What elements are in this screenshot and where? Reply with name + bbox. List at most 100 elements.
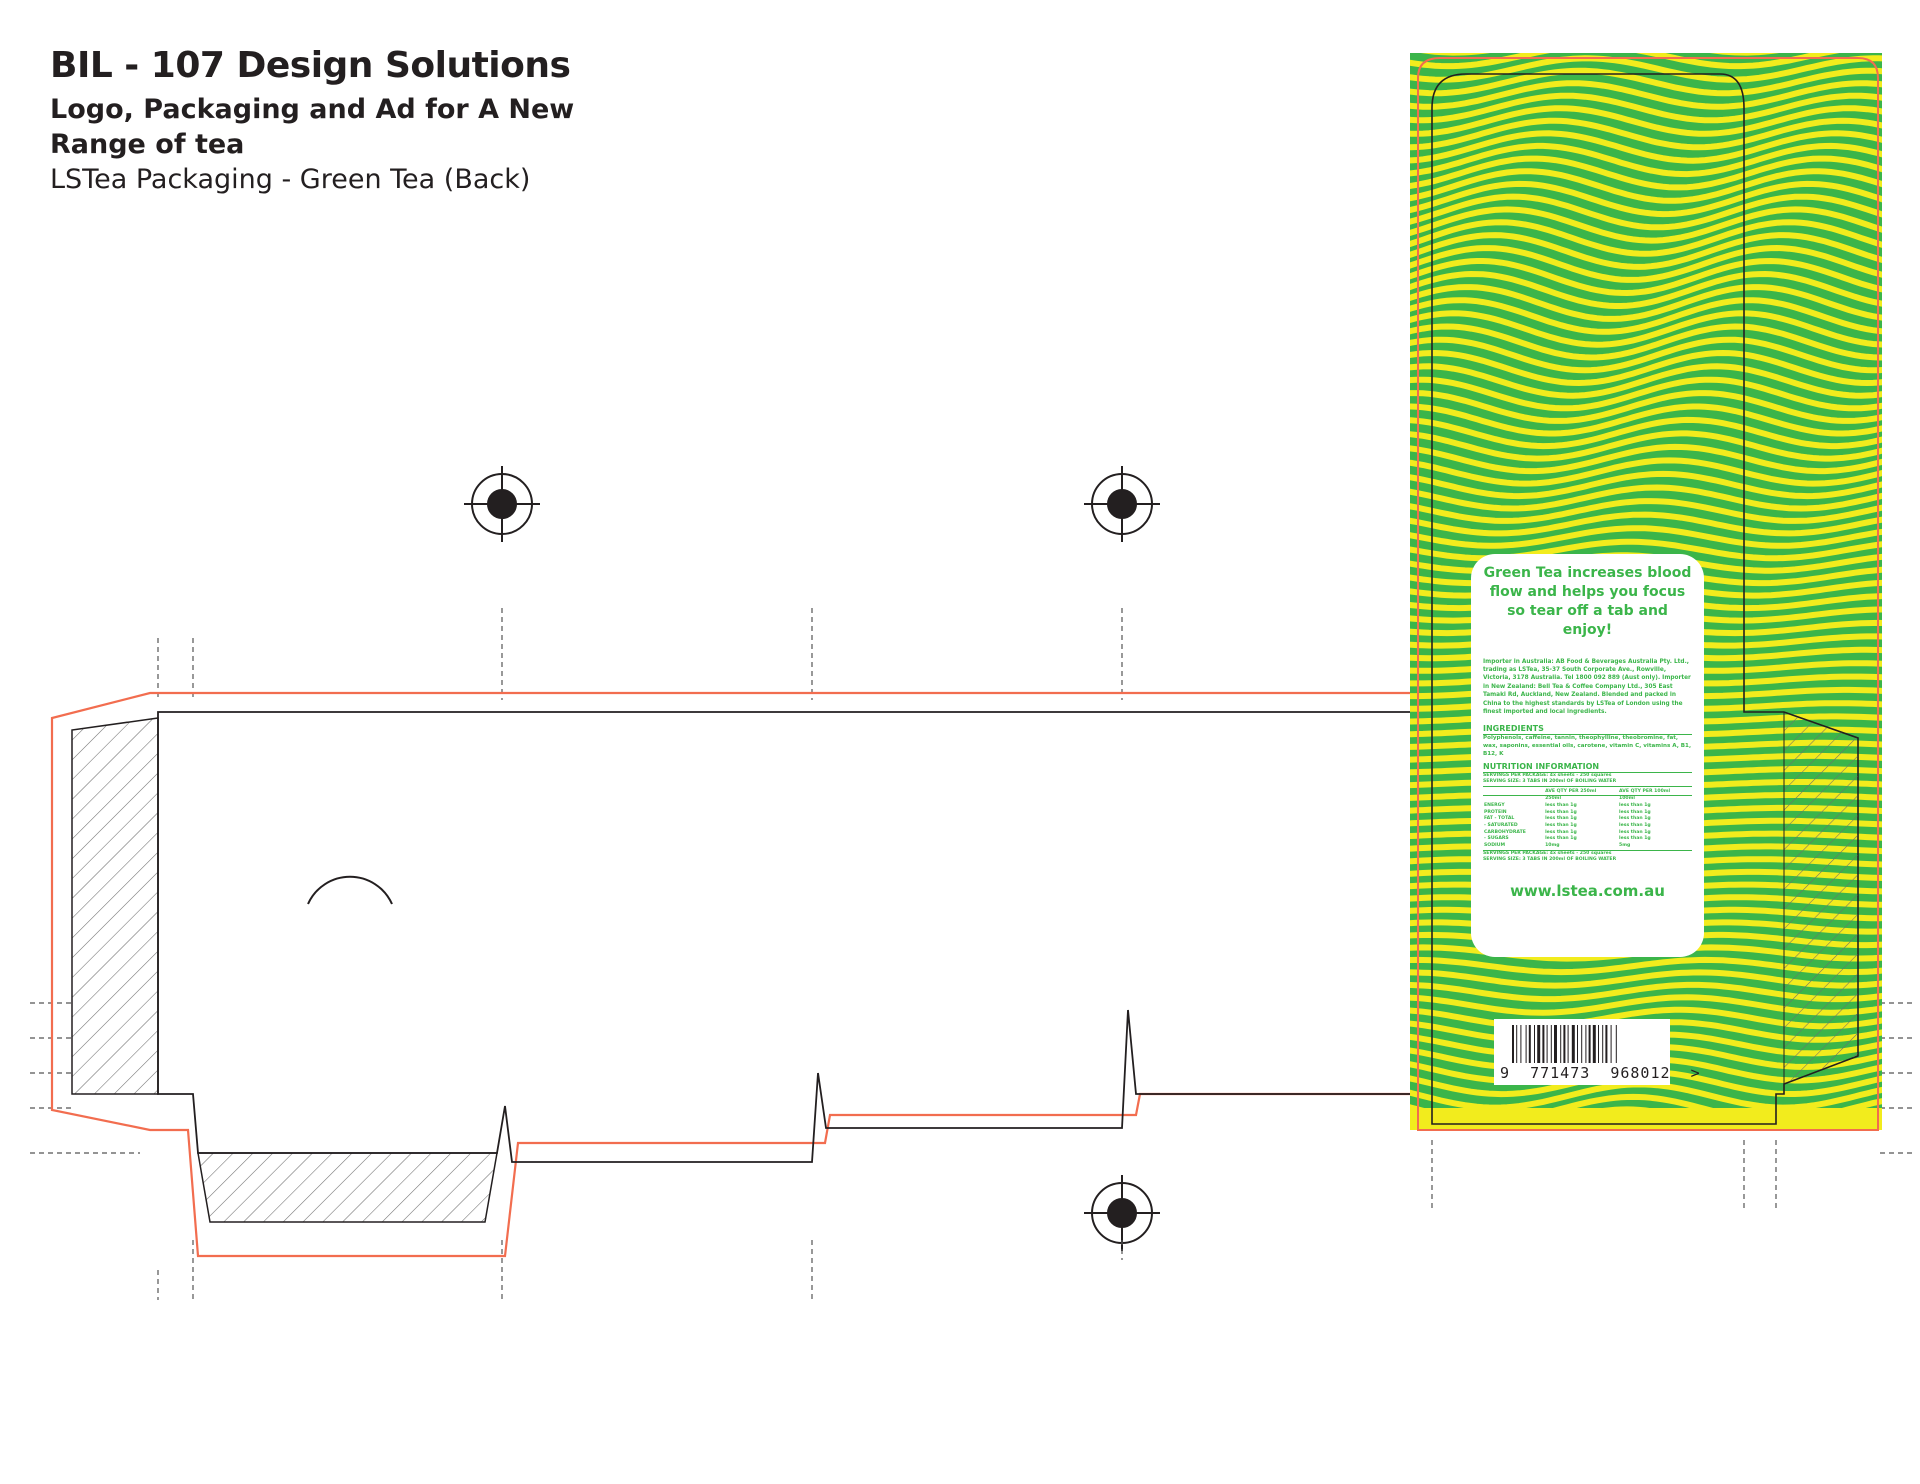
nutrition-cell: less than 1g [1619,836,1651,842]
wave-stripe [1405,1135,1885,1162]
nutrition-cell: - SUGARS [1484,836,1509,842]
nutrition-cell: less than 1g [1619,823,1651,829]
wave-stripe [1410,336,1882,374]
barcode-bar [1520,1025,1522,1063]
ingredients-text: Polyphenols, caffeine, tannin, theophyll… [1483,734,1692,757]
back-panel-bleed [1417,57,1879,1131]
nutrition-cell: PROTEIN [1484,809,1507,815]
nutrition-cell: less than 1g [1545,836,1577,842]
wave-stripe [1410,297,1882,335]
document-subtitle-line-2: Range of tea [50,129,245,160]
wave-stripe [1410,284,1882,322]
nutrition-cell: less than 1g [1545,809,1577,815]
wave-stripe [1410,511,1882,537]
barcode-bar [1585,1025,1587,1063]
barcode-bar [1537,1025,1541,1063]
wave-stripe [1410,416,1882,450]
wave-stripe [1410,257,1882,297]
wave-stripe [1410,323,1882,361]
nutrition-cell: FAT - TOTAL [1484,816,1515,822]
nutrition-cell: less than 1g [1545,829,1577,835]
barcode-bar [1563,1025,1566,1063]
wave-stripe [1410,80,1882,110]
thumb-notch [307,875,393,905]
barcode-bar [1567,1025,1569,1063]
importer-text: Importer in Australia: AB Food & Beverag… [1483,658,1691,715]
wave-stripe [1405,21,1885,39]
wave-stripe [1410,193,1882,231]
nutrition-cell: 5mg [1619,843,1631,849]
wave-stripe [1410,310,1882,348]
bleed-outline [50,691,1418,1258]
document-heading: BIL - 107 Design Solutions Logo, Packagi… [50,48,574,195]
nutrition-row: - SUGARS less than 1g less than 1g [1483,836,1692,843]
nutrition-cell: SODIUM [1484,843,1506,849]
barcode-bar [1542,1025,1545,1063]
wave-stripe [1410,105,1882,137]
wave-stripe [1410,92,1882,124]
document-caption: LSTea Packaging - Green Tea (Back) [50,164,531,195]
barcode-bar [1546,1025,1548,1063]
nutrition-cell: 10mg [1545,843,1560,849]
wave-stripe [1410,142,1882,178]
nutrition-cell: 100ml [1619,796,1635,802]
barcode-bars [1512,1025,1617,1063]
nutrition-row: PROTEIN less than 1g less than 1g [1483,810,1692,817]
barcode-bar [1554,1025,1557,1063]
nutrition-cell: less than 1g [1545,803,1577,809]
barcode-number: 9 771473 968012 > [1500,1064,1701,1082]
servings-line-2: SERVING SIZE: 3 TABS IN 200ml OF BOILING… [1483,779,1692,787]
registration-mark-top-right [1084,466,1160,542]
barcode-bar [1588,1025,1591,1063]
wave-stripe [1410,67,1882,97]
nutrition-table: AVE QTY PER 250ml AVE QTY PER 100ml 250m… [1483,788,1692,850]
health-claim: Green Tea increases blood flow and helps… [1483,565,1692,638]
wave-stripe [1410,403,1882,437]
wave-stripe [1410,206,1882,244]
wave-stripe [1410,525,1882,549]
back-panel-hatch-flap [1783,711,1859,1085]
barcode-bar [1512,1025,1514,1063]
wave-stripe [1410,470,1882,500]
barcode-bar [1550,1025,1552,1063]
barcode-bar [1615,1025,1617,1063]
wave-stripe [1410,55,1882,83]
barcode-bar [1610,1025,1612,1063]
wave-stripe [1410,155,1882,191]
nutrition-cell: - SATURATED [1484,823,1518,829]
nutrition-cell: less than 1g [1619,809,1651,815]
barcode-bar [1534,1025,1535,1063]
servings-line-1: SERVINGS PER PACKAGE: 4x sheets - 250 sq… [1483,772,1612,778]
die-line [157,711,1418,1163]
nutrition-header: AVE QTY PER 250ml [1544,788,1619,797]
wave-stripe [1410,390,1882,424]
barcode-bar [1598,1025,1599,1063]
barcode-bar [1602,1025,1604,1063]
barcode-bar [1577,1025,1578,1063]
barcode: 9 771473 968012 > [1494,1019,1700,1085]
info-label: Green Tea increases blood flow and helps… [1471,554,1704,957]
wave-stripe [1410,219,1882,257]
wave-stripe [1410,117,1882,151]
wave-stripe [1410,484,1882,512]
registration-mark-top-left [464,466,540,542]
website-url: www.lstea.com.au [1510,881,1665,900]
nutrition-cell: less than 1g [1619,816,1651,822]
wave-stripe [1410,168,1882,204]
nutrition-header: AVE QTY PER 100ml [1618,788,1692,797]
wave-stripe [1410,349,1882,387]
nutrition-header [1483,788,1545,797]
barcode-bar [1605,1025,1608,1063]
wave-stripe [1410,270,1882,309]
ingredients-title: INGREDIENTS [1483,724,1692,735]
barcode-bar [1516,1025,1518,1063]
wave-stripe [1410,180,1882,218]
nutrition-row: SODIUM 10mg 5mg [1483,843,1692,850]
wave-stripe [1410,232,1882,270]
nutrition-cell: CARBOHYDRATE [1484,829,1526,835]
